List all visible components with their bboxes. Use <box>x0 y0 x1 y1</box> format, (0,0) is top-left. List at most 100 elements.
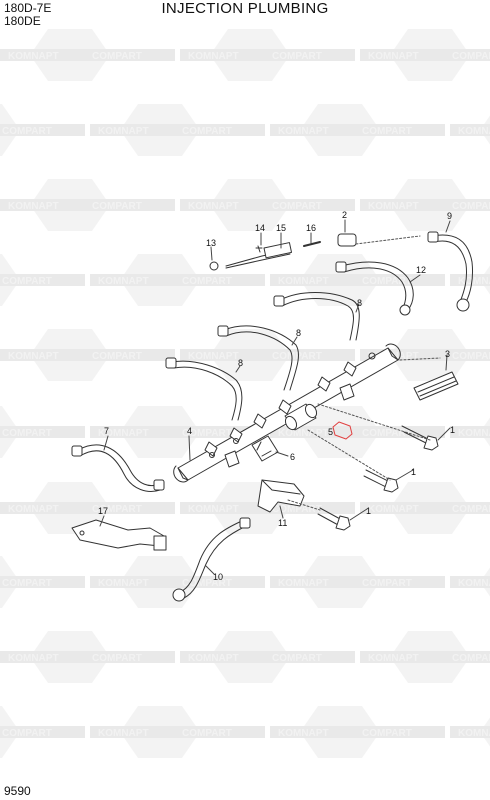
watermark-text-right: COMPART <box>272 504 322 515</box>
watermark-text-left: KOMNAPT <box>8 201 59 212</box>
callout-1-middle: 1 <box>411 467 416 477</box>
watermark-text-right: COMPART <box>452 653 490 664</box>
watermark-text-right: COMPART <box>2 276 52 287</box>
watermark-text-left: KOMNAPT <box>458 428 490 439</box>
callout-8-mid: 8 <box>296 328 301 338</box>
watermark-text-left: KOMNAPT <box>188 351 239 362</box>
watermark-text-left: KOMNAPT <box>8 51 59 62</box>
watermark-text-right: COMPART <box>362 578 412 589</box>
callout-1-lower: 1 <box>366 506 371 516</box>
watermark-tile: KOMNAPT COMPART <box>90 104 265 156</box>
watermark-text-right: COMPART <box>452 351 490 362</box>
watermark-text-left: KOMNAPT <box>8 504 59 515</box>
watermark-text-left: KOMNAPT <box>278 126 329 137</box>
watermark-text-left: KOMNAPT <box>458 728 490 739</box>
watermark-text-left: KOMNAPT <box>458 276 490 287</box>
o-ring <box>209 261 219 271</box>
watermark-text-left: KOMNAPT <box>188 653 239 664</box>
watermark-text-right: COMPART <box>272 51 322 62</box>
model-code-2: 180DE <box>4 14 41 28</box>
watermark-text-right: COMPART <box>452 201 490 212</box>
watermark-text-right: COMPART <box>362 276 412 287</box>
gasket-plate <box>413 371 459 401</box>
watermark-text-left: KOMNAPT <box>98 276 149 287</box>
callout-leaders <box>99 219 451 575</box>
watermark-text-right: COMPART <box>2 428 52 439</box>
highlight-marker <box>332 421 353 440</box>
callout-13: 13 <box>206 238 216 248</box>
hp-pipe-mid <box>217 325 299 391</box>
watermark-text-right: COMPART <box>272 351 322 362</box>
model-codes: 180D-7E 180DE <box>4 2 51 28</box>
watermark-text-right: COMPART <box>2 578 52 589</box>
watermark-tile: KOMNAPT COMPART <box>90 254 265 306</box>
callout-8-low: 8 <box>238 358 243 368</box>
watermark-text-right: COMPART <box>182 428 232 439</box>
pipe-12 <box>335 261 414 316</box>
hp-pipe-low <box>165 357 243 421</box>
watermark-text-left: KOMNAPT <box>98 428 149 439</box>
watermark-text-left: KOMNAPT <box>98 126 149 137</box>
pressure-sensor <box>284 403 318 431</box>
pipe-10 <box>172 517 251 602</box>
callout-4: 4 <box>187 426 192 436</box>
watermark-text-right: COMPART <box>92 201 142 212</box>
watermark-tile: KOMNAPT COMPART <box>0 179 175 231</box>
watermark-layer: KOMNAPT COMPART KOMNAPT COMPART KOMNAPT COMPA… <box>0 29 490 758</box>
watermark-text-right: COMPART <box>182 578 232 589</box>
callout-15: 15 <box>276 223 286 233</box>
page-code: 9590 <box>4 784 31 798</box>
sensor-connector <box>251 435 279 462</box>
hp-pipe-top <box>273 292 360 341</box>
bracket-17 <box>71 519 167 551</box>
watermark-text-right: COMPART <box>452 504 490 515</box>
callout-2: 2 <box>342 210 347 220</box>
watermark-tile: KOMNAPT COMPART <box>270 706 445 758</box>
callout-9: 9 <box>447 211 452 221</box>
pipe-9 <box>427 231 473 312</box>
watermark-text-left: KOMNAPT <box>98 728 149 739</box>
seal-ring <box>303 241 321 247</box>
callout-6: 6 <box>290 452 295 462</box>
watermark-text-left: KOMNAPT <box>188 51 239 62</box>
watermark-text-left: KOMNAPT <box>188 201 239 212</box>
bolt-middle <box>363 469 399 493</box>
watermark-tile: KOMNAPT COMPART <box>270 104 445 156</box>
watermark-tile: KOMNAPT COMPART <box>90 706 265 758</box>
watermark-tile: KOMNAPT COMPART <box>0 29 175 81</box>
bracket-11 <box>257 479 305 513</box>
callout-11: 11 <box>278 518 287 528</box>
watermark-text-right: COMPART <box>182 728 232 739</box>
leader-lines <box>287 235 441 511</box>
watermark-text-right: COMPART <box>2 728 52 739</box>
watermark-text-right: COMPART <box>362 728 412 739</box>
watermark-text-left: KOMNAPT <box>278 276 329 287</box>
watermark-text-right: COMPART <box>362 428 412 439</box>
watermark-text-right: COMPART <box>182 126 232 137</box>
watermark-text-left: KOMNAPT <box>98 578 149 589</box>
callout-5: 5 <box>328 427 333 437</box>
callout-16: 16 <box>306 223 316 233</box>
watermark-text-right: COMPART <box>92 51 142 62</box>
callout-12: 12 <box>416 265 426 275</box>
parts-drawing <box>71 219 473 602</box>
watermark-text-right: COMPART <box>182 276 232 287</box>
page-title: INJECTION PLUMBING <box>161 0 329 17</box>
injector-rod <box>225 242 293 269</box>
watermark-text-right: COMPART <box>92 504 142 515</box>
watermark-tile: KOMNAPT COMPART <box>180 29 355 81</box>
watermark-text-left: KOMNAPT <box>278 728 329 739</box>
model-code-1: 180D-7E <box>4 1 52 15</box>
watermark-text-right: COMPART <box>362 126 412 137</box>
pipe-nut <box>337 233 357 247</box>
